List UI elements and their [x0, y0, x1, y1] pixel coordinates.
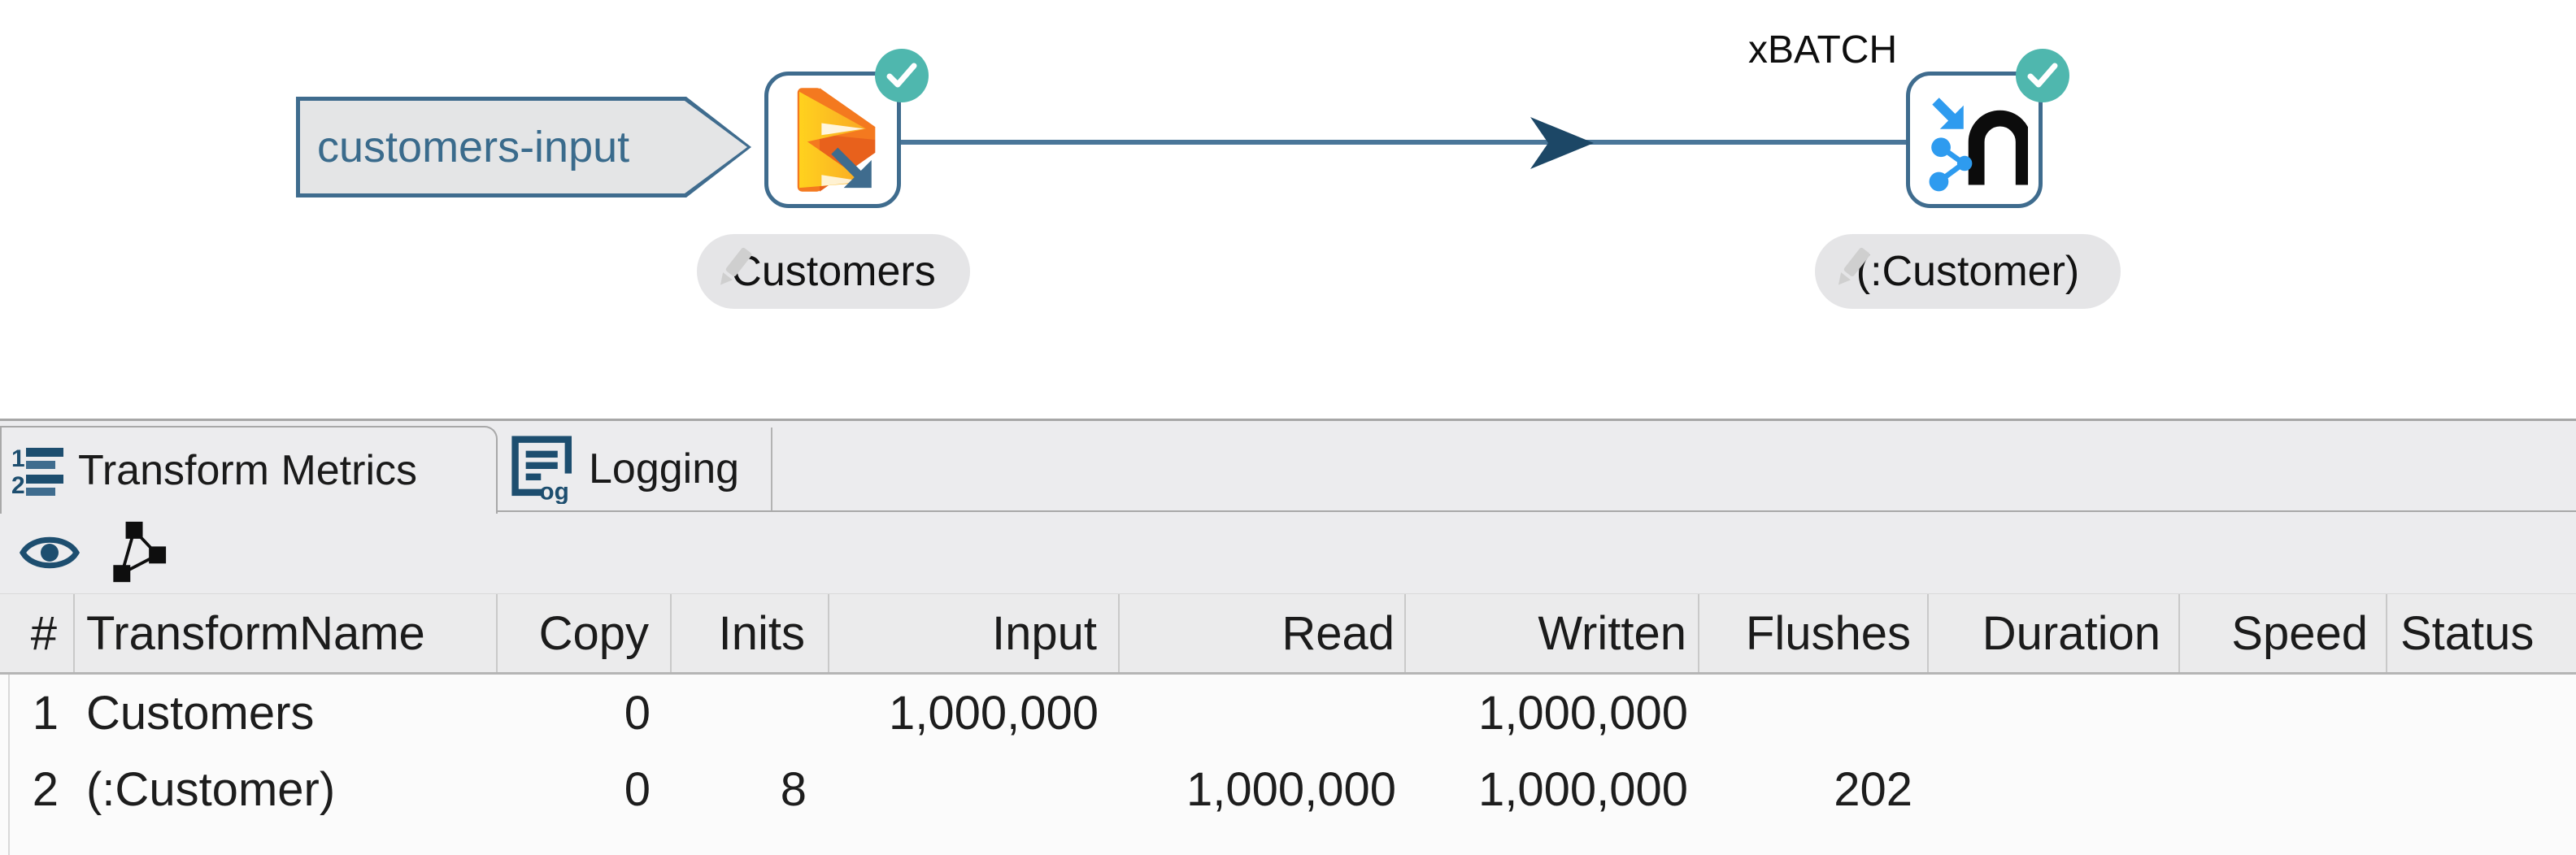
column-header-inits[interactable]: Inits — [672, 594, 829, 672]
hop-connection-line[interactable] — [901, 140, 1906, 145]
cell-written: 1,000,000 — [1477, 686, 1688, 740]
svg-text:2: 2 — [11, 472, 25, 497]
cell-flushes — [1699, 675, 1929, 751]
table-row[interactable]: 2 (:Customer) 0 8 1,000,000 1,000,000 202 — [0, 751, 2576, 827]
cell-written: 1,000,000 — [1477, 762, 1688, 816]
tab-bar: 1 2 Transform Metrics og — [0, 421, 2576, 514]
column-header-written[interactable]: Written — [1406, 594, 1699, 672]
column-header-read[interactable]: Read — [1120, 594, 1406, 672]
pencil-icon — [1838, 247, 1870, 285]
tab-logging[interactable]: og Logging — [498, 428, 772, 510]
tab-label: Logging — [589, 445, 740, 493]
cell-inits: 8 — [780, 762, 807, 816]
cell-copy: 0 — [624, 762, 651, 816]
tab-label: Transform Metrics — [78, 447, 417, 494]
xbatch-annotation: xBATCH — [1748, 28, 1898, 72]
cell-speed — [2180, 751, 2387, 827]
column-header-status[interactable]: Status — [2400, 606, 2535, 660]
column-header-speed[interactable]: Speed — [2180, 594, 2387, 672]
column-header-copy[interactable]: Copy — [498, 594, 672, 672]
preview-eye-button[interactable] — [20, 530, 80, 575]
cell-duration — [1929, 675, 2180, 751]
column-header-transformname[interactable]: TransformName — [75, 594, 498, 672]
transform-node-customer-out[interactable] — [1906, 72, 2043, 208]
tab-transform-metrics[interactable]: 1 2 Transform Metrics — [0, 426, 498, 514]
cell-transformname: Customers — [86, 686, 315, 740]
cell-status — [2387, 675, 2576, 751]
note-label: customers-input — [317, 123, 630, 171]
cell-read: 1,000,000 — [1186, 762, 1396, 816]
cell-input: 1,000,000 — [888, 686, 1099, 740]
cell-num: 1 — [32, 686, 59, 740]
cell-duration — [1929, 751, 2180, 827]
pencil-icon — [720, 247, 752, 285]
success-check-badge — [2016, 49, 2069, 102]
note-customers-input[interactable]: customers-input — [296, 97, 751, 197]
pipeline-graph-button[interactable] — [102, 519, 168, 586]
success-check-badge — [875, 49, 929, 102]
column-header-flushes[interactable]: Flushes — [1699, 594, 1929, 672]
bottom-panel: 1 2 Transform Metrics og — [0, 419, 2576, 855]
cell-speed — [2180, 675, 2387, 751]
node-label-customers[interactable]: Customers — [697, 234, 970, 309]
metrics-table-body: 1 Customers 0 1,000,000 1,000,000 2 (:Customer… — [0, 675, 2576, 855]
cell-read — [1120, 675, 1406, 751]
cell-copy: 0 — [624, 686, 651, 740]
column-header-duration[interactable]: Duration — [1929, 594, 2180, 672]
check-icon — [2027, 63, 2058, 88]
neo4j-output-icon — [1929, 98, 2028, 192]
cell-flushes: 202 — [1834, 762, 1912, 816]
column-header-num[interactable]: # — [0, 594, 75, 672]
cell-status — [2387, 751, 2576, 827]
cell-transformname: (:Customer) — [86, 762, 336, 816]
pipeline-canvas[interactable]: customers-input — [0, 0, 2576, 419]
metrics-toolbar — [0, 512, 2576, 593]
node-label-customer-out[interactable]: (:Customer) — [1815, 234, 2121, 309]
cell-input — [829, 751, 1120, 827]
cell-num: 2 — [32, 762, 59, 816]
pipeline-graph-icon — [113, 521, 167, 583]
column-header-input[interactable]: Input — [829, 594, 1120, 672]
log-file-icon: og — [511, 436, 577, 504]
node-label-text: Customers — [731, 248, 936, 295]
node-label-text: (:Customer) — [1856, 248, 2080, 295]
numbered-list-icon: 1 2 — [11, 445, 63, 497]
svg-text:og: og — [539, 478, 568, 504]
preview-eye-icon — [20, 536, 80, 569]
svg-text:1: 1 — [11, 445, 25, 472]
beam-b-icon — [797, 88, 876, 192]
cell-inits — [672, 675, 829, 751]
hop-arrowhead-icon — [1530, 117, 1594, 169]
check-icon — [886, 63, 917, 88]
table-row[interactable]: 1 Customers 0 1,000,000 1,000,000 — [0, 675, 2576, 751]
note-arrow-fill — [300, 101, 747, 193]
transform-node-customers[interactable] — [764, 72, 901, 208]
